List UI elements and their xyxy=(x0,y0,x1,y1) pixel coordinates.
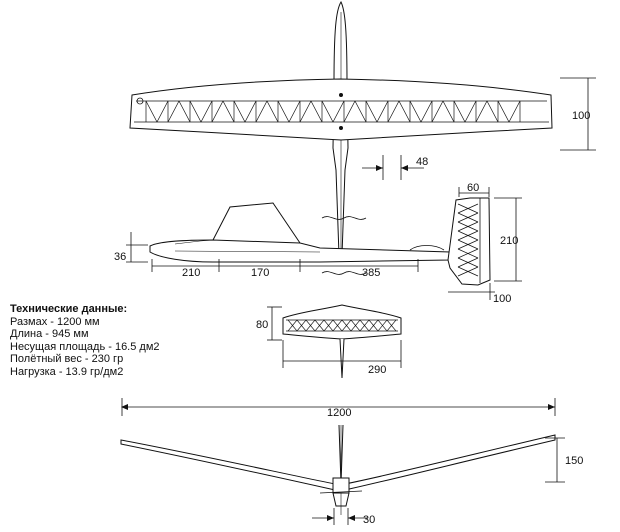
spec-length: Длина - 945 мм xyxy=(10,328,89,341)
dim-stab-tail: 100 xyxy=(493,293,511,305)
spec-wing-area: Несущая площадь - 16.5 дм2 xyxy=(10,340,160,353)
dim-stab-height: 80 xyxy=(256,319,268,331)
side-fin xyxy=(447,197,491,286)
dim-wing-chord: 100 xyxy=(572,110,590,122)
dim-nose-height: 36 xyxy=(114,251,126,263)
top-view xyxy=(129,0,596,256)
dim-stab-chord: 60 xyxy=(467,182,479,194)
top-wing xyxy=(129,78,553,141)
top-wing-ribs xyxy=(145,100,521,123)
side-pylon xyxy=(212,202,301,244)
stab-view xyxy=(267,304,402,379)
break-marks xyxy=(321,216,367,275)
spec-weight: Полётный вес - 230 гр xyxy=(10,353,124,366)
dim-stab-span: 290 xyxy=(368,364,386,376)
technical-specs: Технические данные: Размах - 1200 мм Дли… xyxy=(10,303,160,379)
dim-wingspan: 1200 xyxy=(327,407,351,419)
dim-fuselage-front: 210 xyxy=(182,267,200,279)
dim-fuselage-rear: 385 xyxy=(362,267,380,279)
dim-dihedral-height: 150 xyxy=(565,455,583,467)
front-view xyxy=(120,398,565,525)
specs-title: Технические данные: xyxy=(10,303,128,315)
dim-fuselage-mid: 170 xyxy=(251,267,269,279)
dim-fin-height: 210 xyxy=(500,235,518,247)
stab-outline xyxy=(282,304,402,340)
dim-wing-offset: 48 xyxy=(416,156,428,168)
spec-loading: Нагрузка - 13.9 гр/дм2 xyxy=(10,365,124,378)
side-view xyxy=(126,187,522,300)
front-wing xyxy=(120,434,556,491)
spec-wingspan: Размах - 1200 мм xyxy=(10,315,100,328)
dim-fin-width: 30 xyxy=(363,514,375,526)
